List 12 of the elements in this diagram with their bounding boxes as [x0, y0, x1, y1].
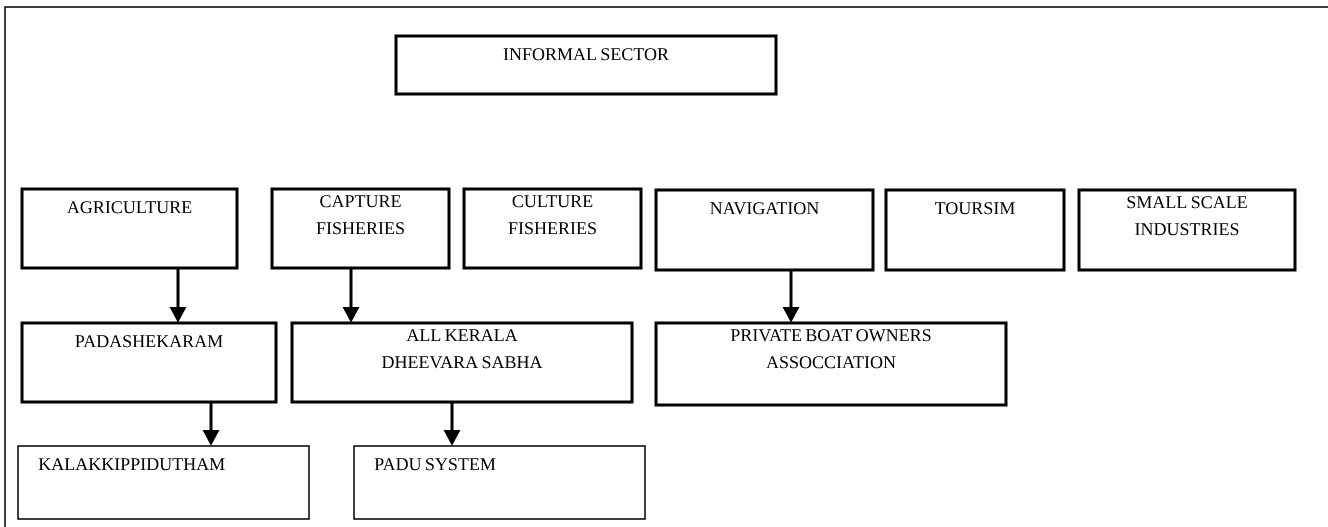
process-box: SMALL SCALE INDUSTRIES: [1077, 188, 1297, 272]
process-box: AGRICULTURE: [20, 187, 239, 270]
process-box: KALAKKIPPIDUTHAM: [17, 445, 310, 520]
process-box: PADASHEKARAM: [20, 321, 278, 404]
process-box: ALL KERALA DHEEVARA SABHA: [290, 321, 634, 404]
process-box: INFORMAL SECTOR: [394, 34, 778, 96]
process-box: PRIVATE BOAT OWNERS ASSOCCIATION: [654, 321, 1008, 407]
process-box: NAVIGATION: [654, 188, 875, 272]
process-box: PADU SYSTEM: [353, 445, 646, 520]
process-box: CAPTURE FISHERIES: [270, 187, 451, 270]
process-box: CULTURE FISHERIES: [462, 187, 643, 270]
process-box: TOURSIM: [884, 188, 1066, 272]
